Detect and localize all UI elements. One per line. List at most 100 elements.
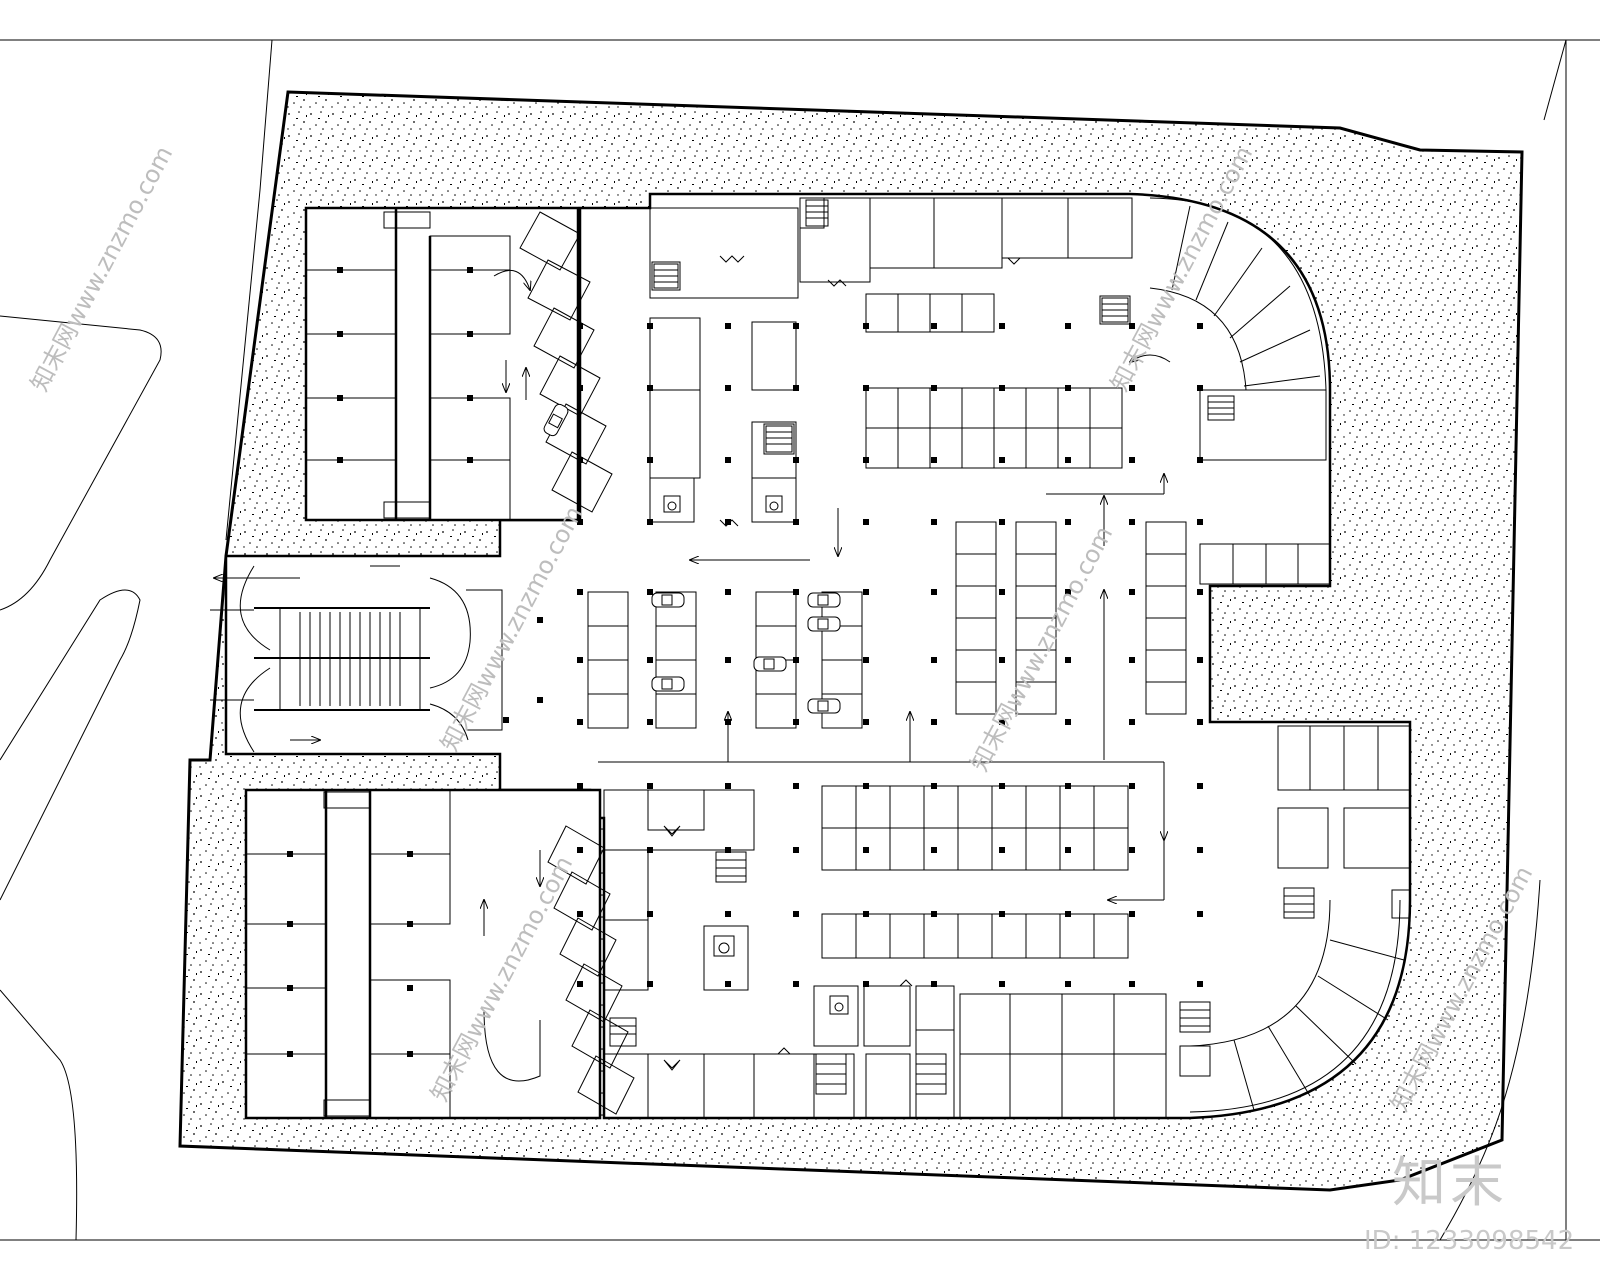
top-core: [649, 197, 1133, 523]
structural-column: [1065, 519, 1071, 525]
stair-icon: [653, 263, 679, 289]
structural-column: [1065, 657, 1071, 663]
structural-column: [287, 985, 293, 991]
structural-column: [999, 457, 1005, 463]
bottom-core: [603, 789, 1167, 1119]
structural-column: [863, 719, 869, 725]
car-body: [807, 698, 841, 714]
building-footprint: [224, 192, 1412, 1120]
structural-column: [725, 519, 731, 525]
structural-columns: [287, 267, 1203, 1057]
car-icons: [543, 403, 841, 714]
structural-column: [1197, 657, 1203, 663]
structural-column: [467, 267, 473, 273]
structural-column: [931, 783, 937, 789]
structural-column: [1129, 323, 1135, 329]
structural-column: [1065, 981, 1071, 987]
car-body: [753, 656, 787, 672]
structural-column: [503, 717, 509, 723]
car-body: [807, 616, 841, 632]
car-icon: [807, 592, 841, 608]
structural-column: [1065, 847, 1071, 853]
structural-column: [407, 921, 413, 927]
structural-column: [863, 981, 869, 987]
structural-column: [793, 719, 799, 725]
structural-column: [647, 783, 653, 789]
bottom-left-block: [245, 789, 451, 1119]
structural-column: [725, 911, 731, 917]
parking-stall: [955, 681, 997, 715]
structural-column: [647, 385, 653, 391]
structural-column: [1065, 783, 1071, 789]
structural-column: [863, 519, 869, 525]
stair-icon: [609, 1017, 637, 1047]
structural-column: [647, 719, 653, 725]
brand-logo-text: 知末: [1392, 1151, 1508, 1214]
car-icon: [807, 698, 841, 714]
structural-column: [793, 981, 799, 987]
structural-column: [1129, 783, 1135, 789]
bottom-left-ramp-stalls: [547, 825, 635, 1115]
structural-column: [647, 323, 653, 329]
direction-arrow-icons: [214, 269, 1171, 1082]
structural-column: [467, 457, 473, 463]
page-frame: [0, 39, 1600, 1241]
structural-column: [793, 519, 799, 525]
structural-column: [931, 589, 937, 595]
doors: [663, 255, 1021, 1071]
top-right-curved-units: [1149, 197, 1327, 461]
structural-column: [931, 981, 937, 987]
structural-column: [647, 981, 653, 987]
structural-column: [725, 457, 731, 463]
stair-icon: [1207, 395, 1235, 421]
structural-column: [1197, 457, 1203, 463]
car-roof: [763, 658, 775, 670]
parking-stall: [1093, 913, 1129, 959]
car-roof: [661, 678, 673, 690]
structural-column: [999, 589, 1005, 595]
structural-column: [1197, 385, 1203, 391]
structural-column: [931, 719, 937, 725]
structural-column: [1197, 911, 1203, 917]
structural-column: [1065, 719, 1071, 725]
structural-column: [999, 519, 1005, 525]
wheelchair-icon: [829, 995, 849, 1015]
structural-column: [287, 851, 293, 857]
structural-column: [999, 385, 1005, 391]
structural-column: [1065, 589, 1071, 595]
structural-column: [577, 911, 583, 917]
structural-column: [725, 847, 731, 853]
structural-column: [863, 589, 869, 595]
structural-column: [647, 457, 653, 463]
wheelchair-icon: [663, 495, 681, 513]
structural-column: [931, 847, 937, 853]
structural-column: [863, 323, 869, 329]
structural-column: [725, 385, 731, 391]
structural-column: [1129, 457, 1135, 463]
structural-column: [647, 847, 653, 853]
structural-column: [793, 589, 799, 595]
car-roof: [817, 594, 829, 606]
top-left-ramp-stalls: [519, 211, 613, 513]
structural-column: [863, 847, 869, 853]
structural-column: [793, 783, 799, 789]
top-left-block: [305, 207, 511, 521]
structural-column: [577, 519, 583, 525]
car-icon: [543, 403, 569, 437]
structural-column: [407, 985, 413, 991]
stair-icon: [1283, 887, 1315, 919]
structural-column: [407, 851, 413, 857]
structural-column: [931, 457, 937, 463]
structural-column: [467, 395, 473, 401]
structural-column: [467, 331, 473, 337]
structural-column: [647, 519, 653, 525]
structural-column: [999, 911, 1005, 917]
structural-column: [999, 323, 1005, 329]
wheelchair-icon: [713, 935, 735, 957]
structural-column: [1065, 323, 1071, 329]
structural-column: [931, 911, 937, 917]
structural-column: [725, 783, 731, 789]
car-roof: [548, 413, 563, 429]
structural-column: [1129, 719, 1135, 725]
car-roof: [817, 618, 829, 630]
